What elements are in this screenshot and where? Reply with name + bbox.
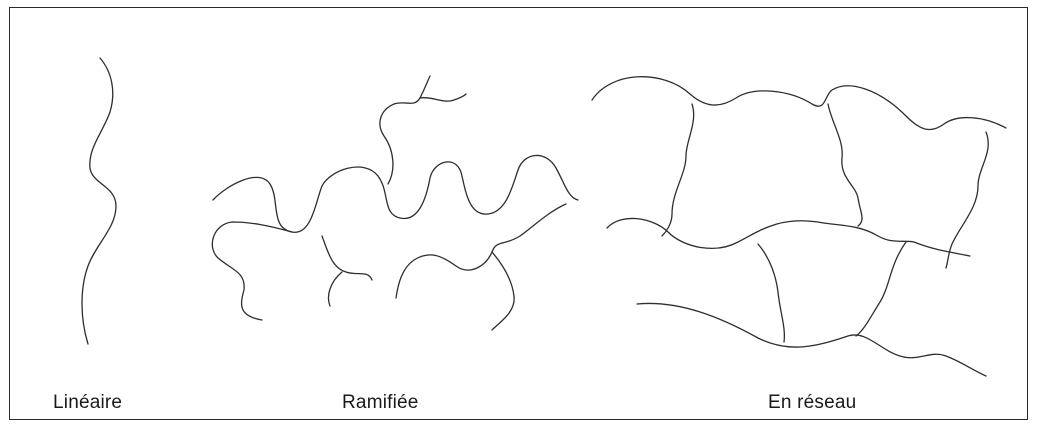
network-chain <box>592 77 1006 376</box>
network-strand-2 <box>607 218 970 256</box>
branched-arm-lower <box>322 236 372 280</box>
caption-linear: Linéaire <box>53 392 122 414</box>
branched-backbone <box>213 155 578 232</box>
network-strand-1 <box>592 77 1006 130</box>
branched-arm-left <box>212 222 292 320</box>
network-crosslink-2 <box>828 104 862 226</box>
network-crosslink-1 <box>662 104 694 236</box>
branched-chain <box>212 76 578 330</box>
branched-arm-right <box>396 204 566 298</box>
branched-arm-lower-2 <box>329 272 343 306</box>
network-crosslink-4 <box>758 244 784 342</box>
caption-branched: Ramifiée <box>342 392 419 414</box>
network-crosslink-3 <box>946 132 988 268</box>
branched-arm-upper-tip <box>420 94 466 101</box>
network-crosslink-5 <box>856 242 906 336</box>
branched-arm-right-tail <box>492 252 514 330</box>
linear-chain <box>82 58 116 344</box>
linear-chain-strand <box>82 58 116 344</box>
caption-network: En réseau <box>768 392 856 414</box>
network-strand-3 <box>637 303 986 376</box>
branched-arm-upper <box>380 76 430 184</box>
